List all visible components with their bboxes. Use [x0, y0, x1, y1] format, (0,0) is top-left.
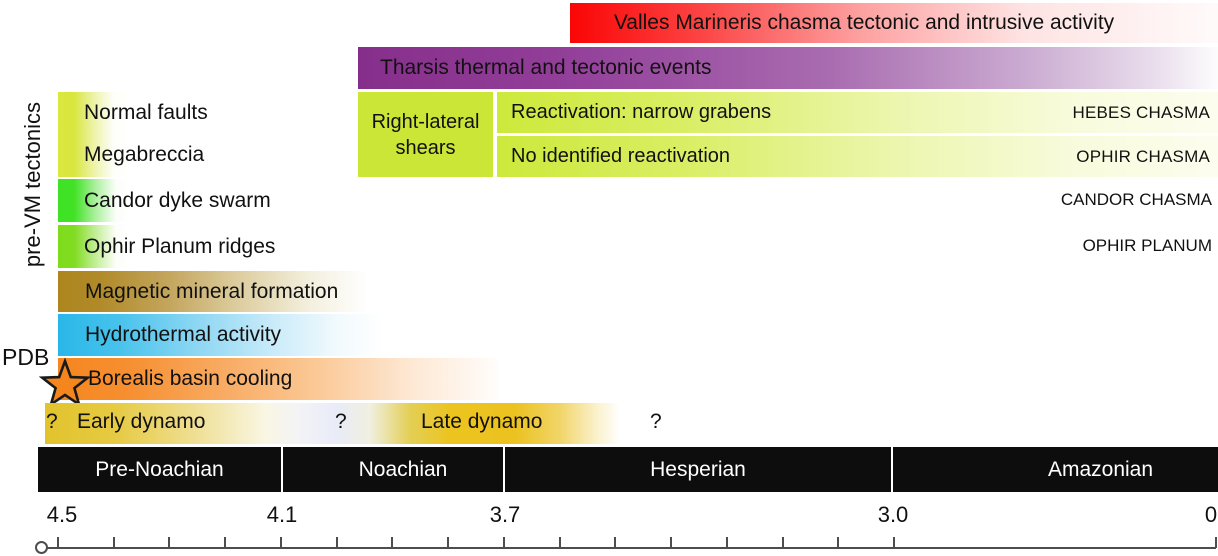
hydrothermal-activity-label: Hydrothermal activity	[85, 323, 282, 346]
epoch-bar: Pre-Noachian Noachian Hesperian Amazonia…	[38, 447, 1218, 492]
valles-marineris-activity-bar: Valles Marineris chasma tectonic and int…	[570, 3, 1218, 43]
axis-label-3-7: 3.7	[489, 502, 521, 527]
ophir-planum-ridges-label: Ophir Planum ridges	[84, 234, 276, 258]
epoch-hesperian: Hesperian	[505, 447, 893, 492]
axis-tick	[502, 537, 505, 548]
axis-tick	[558, 537, 561, 548]
time-axis-line	[45, 547, 1216, 549]
hebes-chasma-label: HEBES CHASMA	[1072, 102, 1210, 122]
axis-tick	[57, 537, 59, 548]
no-identified-reactivation-label: No identified reactivation	[511, 145, 731, 167]
axis-tick	[614, 537, 617, 548]
candor-dyke-swarm-bar: Candor dyke swarm	[58, 179, 318, 222]
mid-dynamo-question-mark: ?	[335, 410, 347, 433]
early-dynamo-label: Early dynamo	[77, 410, 206, 433]
axis-tick	[168, 537, 171, 548]
star-icon	[39, 357, 91, 408]
axis-label-0: 0	[1204, 502, 1218, 527]
valles-marineris-activity-label: Valles Marineris chasma tectonic and int…	[613, 11, 1115, 34]
axis-tick	[837, 537, 840, 548]
axis-tick	[725, 537, 728, 548]
axis-tick	[335, 537, 338, 548]
reactivation-narrow-grabens-label: Reactivation: narrow grabens	[511, 101, 772, 123]
ophir-planum-label: OPHIR PLANUM	[1082, 236, 1212, 255]
normal-faults-megabreccia-bar: Normal faults Megabreccia	[58, 92, 318, 177]
dynamo-bar	[45, 403, 620, 444]
axis-tick	[670, 537, 673, 548]
axis-tick	[224, 537, 227, 548]
borealis-basin-cooling-bar: Borealis basin cooling	[58, 358, 498, 400]
normal-faults-label: Normal faults	[84, 101, 208, 124]
late-dynamo-question-mark: ?	[650, 410, 662, 433]
axis-tick	[1215, 537, 1217, 548]
megabreccia-label: Megabreccia	[84, 143, 205, 166]
ophir-chasma-label: OPHIR CHASMA	[1076, 146, 1210, 166]
candor-dyke-swarm-label: Candor dyke swarm	[84, 188, 271, 212]
axis-label-4-1: 4.1	[266, 502, 298, 527]
reactivation-narrow-grabens-row: Reactivation: narrow grabens HEBES CHASM…	[497, 92, 1218, 133]
right-lateral-shears-line2: shears	[395, 136, 456, 159]
pre-vm-tectonics-side-label: pre-VM tectonics	[20, 102, 45, 268]
right-lateral-shears-line1: Right-lateral	[371, 110, 480, 133]
axis-tick	[279, 537, 282, 548]
axis-label-3-0: 3.0	[877, 502, 909, 527]
early-dynamo-question-mark: ?	[46, 410, 58, 433]
pdb-label: PDB	[2, 344, 50, 370]
late-dynamo-label: Late dynamo	[421, 410, 543, 433]
ophir-planum-ridges-bar: Ophir Planum ridges	[58, 225, 318, 268]
epoch-amazonian: Amazonian	[893, 447, 1218, 492]
borealis-basin-cooling-label: Borealis basin cooling	[88, 367, 293, 390]
axis-tick	[447, 537, 450, 548]
no-identified-reactivation-row: No identified reactivation OPHIR CHASMA	[497, 136, 1218, 177]
candor-chasma-label: CANDOR CHASMA	[1060, 190, 1212, 209]
axis-tick	[112, 537, 115, 548]
axis-tick	[893, 537, 895, 548]
axis-label-4-5: 4.5	[46, 502, 78, 527]
epoch-noachian: Noachian	[283, 447, 505, 492]
axis-tick	[391, 537, 394, 548]
tharsis-events-label: Tharsis thermal and tectonic events	[380, 56, 712, 79]
epoch-pre-noachian: Pre-Noachian	[38, 447, 283, 492]
axis-origin-circle-icon	[35, 541, 48, 554]
axis-tick	[781, 537, 784, 548]
right-lateral-shears-cell: Right-lateral shears	[358, 92, 493, 177]
magnetic-mineral-formation-label: Magnetic mineral formation	[85, 279, 339, 303]
magnetic-mineral-formation-bar: Magnetic mineral formation	[58, 271, 378, 312]
hydrothermal-activity-bar: Hydrothermal activity	[58, 314, 388, 356]
tharsis-events-bar: Tharsis thermal and tectonic events	[358, 47, 1218, 89]
